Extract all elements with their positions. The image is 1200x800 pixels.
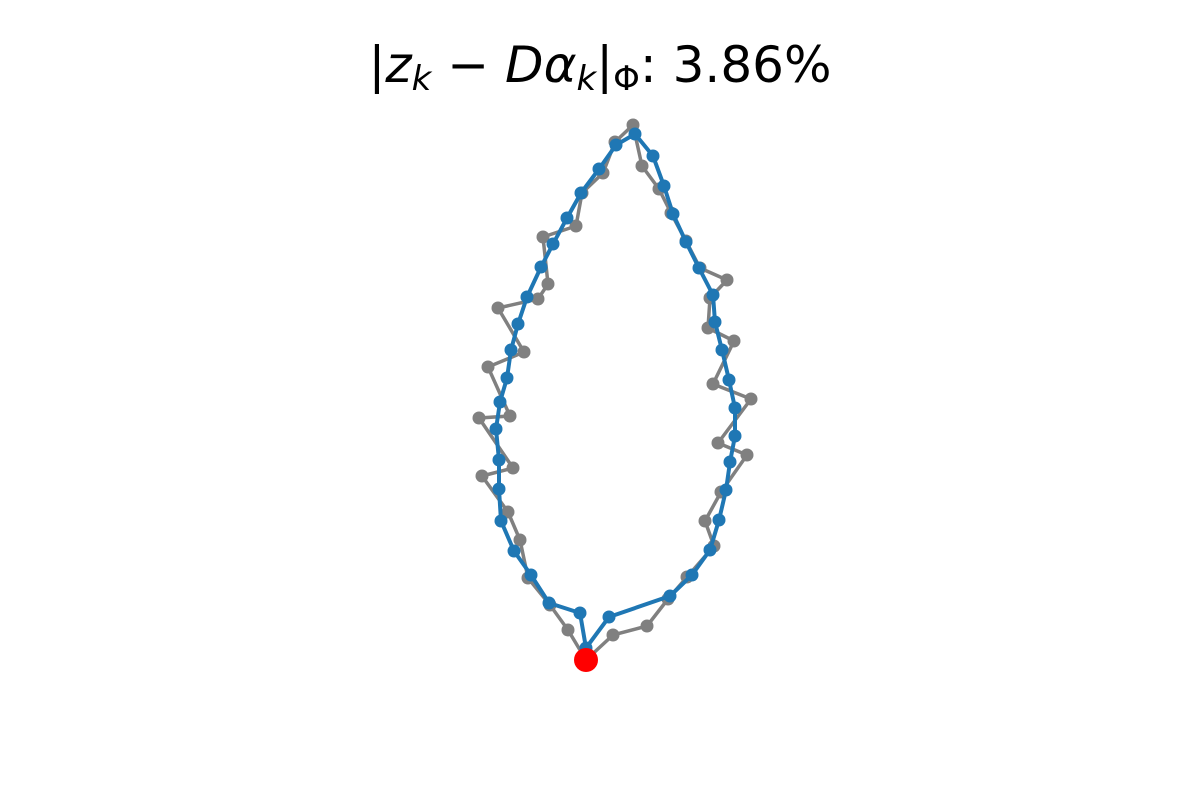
- reconstruction-point: [524, 568, 538, 582]
- original-point: [536, 230, 550, 244]
- title-alpha: α: [544, 36, 577, 94]
- reconstruction-point: [500, 371, 514, 385]
- title-norm-subscript: Φ: [613, 59, 640, 99]
- original-point: [513, 533, 527, 547]
- reconstruction-point: [574, 186, 588, 200]
- original-point: [720, 273, 734, 287]
- original-point: [475, 469, 489, 483]
- reconstruction-point: [706, 288, 720, 302]
- reconstruction-point: [715, 343, 729, 357]
- original-point: [706, 377, 720, 391]
- original-point: [503, 409, 517, 423]
- original-point: [517, 345, 531, 359]
- reconstruction-point: [628, 127, 642, 141]
- reconstruction-point: [692, 261, 706, 275]
- original-point: [606, 628, 620, 642]
- original-point: [501, 505, 515, 519]
- title-z-subscript: k: [412, 59, 433, 99]
- chart-title: |zk − Dαk|Φ: 3.86%: [369, 36, 832, 99]
- reconstruction-point: [666, 207, 680, 221]
- reconstruction-point: [723, 455, 737, 469]
- reconstruction-point: [708, 315, 722, 329]
- reconstruction-point: [492, 453, 506, 467]
- reconstruction-point: [573, 606, 587, 620]
- reconstruction-point: [534, 260, 548, 274]
- original-point: [740, 448, 754, 462]
- reconstruction-point: [489, 422, 503, 436]
- original-curve-line: [477, 123, 753, 662]
- reconstruction-point: [646, 149, 660, 163]
- original-point: [541, 277, 555, 291]
- reconstruction-point: [657, 179, 671, 193]
- reconstruction-point: [520, 290, 534, 304]
- reconstruction-point: [728, 401, 742, 415]
- title-z: z: [384, 36, 413, 94]
- title-value: 3.86%: [657, 36, 832, 94]
- plot-area: [472, 118, 758, 672]
- original-point: [744, 392, 758, 406]
- reconstruction-point: [493, 395, 507, 409]
- title-bar-left: |: [369, 36, 386, 94]
- title-bar-right: |: [596, 36, 613, 94]
- original-point: [491, 301, 505, 315]
- original-point: [506, 461, 520, 475]
- reconstruction-point: [728, 429, 742, 443]
- reconstruction-point: [719, 483, 733, 497]
- reconstruction-point: [703, 543, 717, 557]
- original-point: [531, 292, 545, 306]
- reconstruction-curve-line: [494, 132, 737, 650]
- reconstruction-point: [679, 235, 693, 249]
- reconstruction-point: [494, 514, 508, 528]
- reconstruction-point: [492, 482, 506, 496]
- title-colon: :: [640, 36, 657, 94]
- original-point: [569, 219, 583, 233]
- start-point-marker: [574, 648, 598, 672]
- original-point: [727, 334, 741, 348]
- reconstruction-point: [592, 162, 606, 176]
- reconstruction-point: [602, 610, 616, 624]
- original-point: [561, 623, 575, 637]
- title-d: D: [505, 36, 544, 94]
- original-point: [698, 514, 712, 528]
- original-point: [711, 436, 725, 450]
- reconstruction-point: [504, 343, 518, 357]
- reconstruction-point: [609, 138, 623, 152]
- reconstruction-point: [542, 596, 556, 610]
- original-point: [481, 360, 495, 374]
- reconstruction-point: [685, 568, 699, 582]
- reconstruction-point: [507, 544, 521, 558]
- original-point: [635, 159, 649, 173]
- title-alpha-subscript: k: [577, 59, 598, 99]
- original-point: [640, 619, 654, 633]
- original-point: [472, 411, 486, 425]
- reconstruction-point: [722, 373, 736, 387]
- reconstruction-point: [712, 513, 726, 527]
- reconstruction-point: [511, 317, 525, 331]
- reconstruction-point: [546, 237, 560, 251]
- title-minus: −: [431, 36, 505, 94]
- reconstruction-point: [560, 211, 574, 225]
- reconstruction-point: [663, 589, 677, 603]
